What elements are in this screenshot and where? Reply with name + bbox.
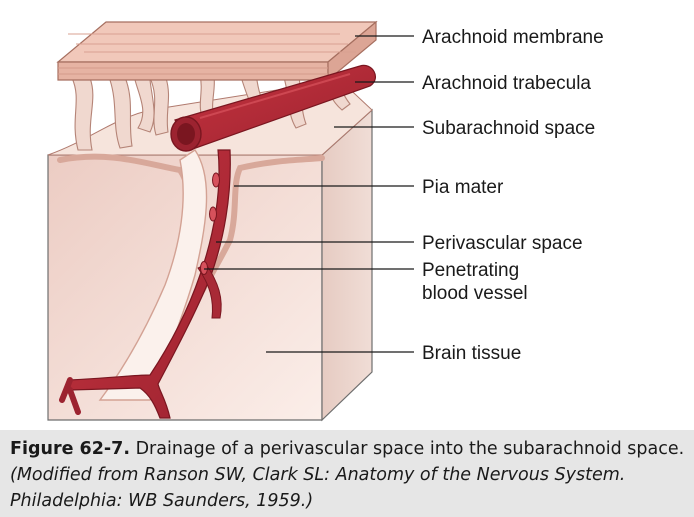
caption-source: (Modified from Ranson SW, Clark SL: Anat… xyxy=(10,465,626,511)
label-arachnoid-trabecula: Arachnoid trabecula xyxy=(422,73,591,94)
perivascular-diagram: Arachnoid membrane Arachnoid trabecula S… xyxy=(47,20,604,422)
caption-text: Drainage of a perivascular space into th… xyxy=(135,439,685,459)
label-penetrating-line1: Penetrating xyxy=(422,260,519,281)
label-brain-tissue: Brain tissue xyxy=(422,343,521,364)
figure-number: Figure 62-7. xyxy=(10,439,130,459)
leader-lines xyxy=(204,35,414,353)
label-penetrating-line2: blood vessel xyxy=(422,283,528,304)
arachnoid-membrane xyxy=(56,20,378,82)
figure-caption-box: Figure 62-7. Drainage of a perivascular … xyxy=(0,430,694,517)
arachnoid-blood-vessel xyxy=(170,64,376,152)
brain-tissue-side-face xyxy=(321,108,373,422)
label-pia-mater: Pia mater xyxy=(422,177,504,198)
perivascular-space-sheath xyxy=(98,149,208,401)
label-arachnoid-membrane: Arachnoid membrane xyxy=(422,27,604,48)
label-subarachnoid-space: Subarachnoid space xyxy=(422,118,595,139)
figure-caption: Figure 62-7. Drainage of a perivascular … xyxy=(10,436,686,514)
label-perivascular-space: Perivascular space xyxy=(422,233,583,254)
penetrating-blood-vessel xyxy=(59,149,231,419)
